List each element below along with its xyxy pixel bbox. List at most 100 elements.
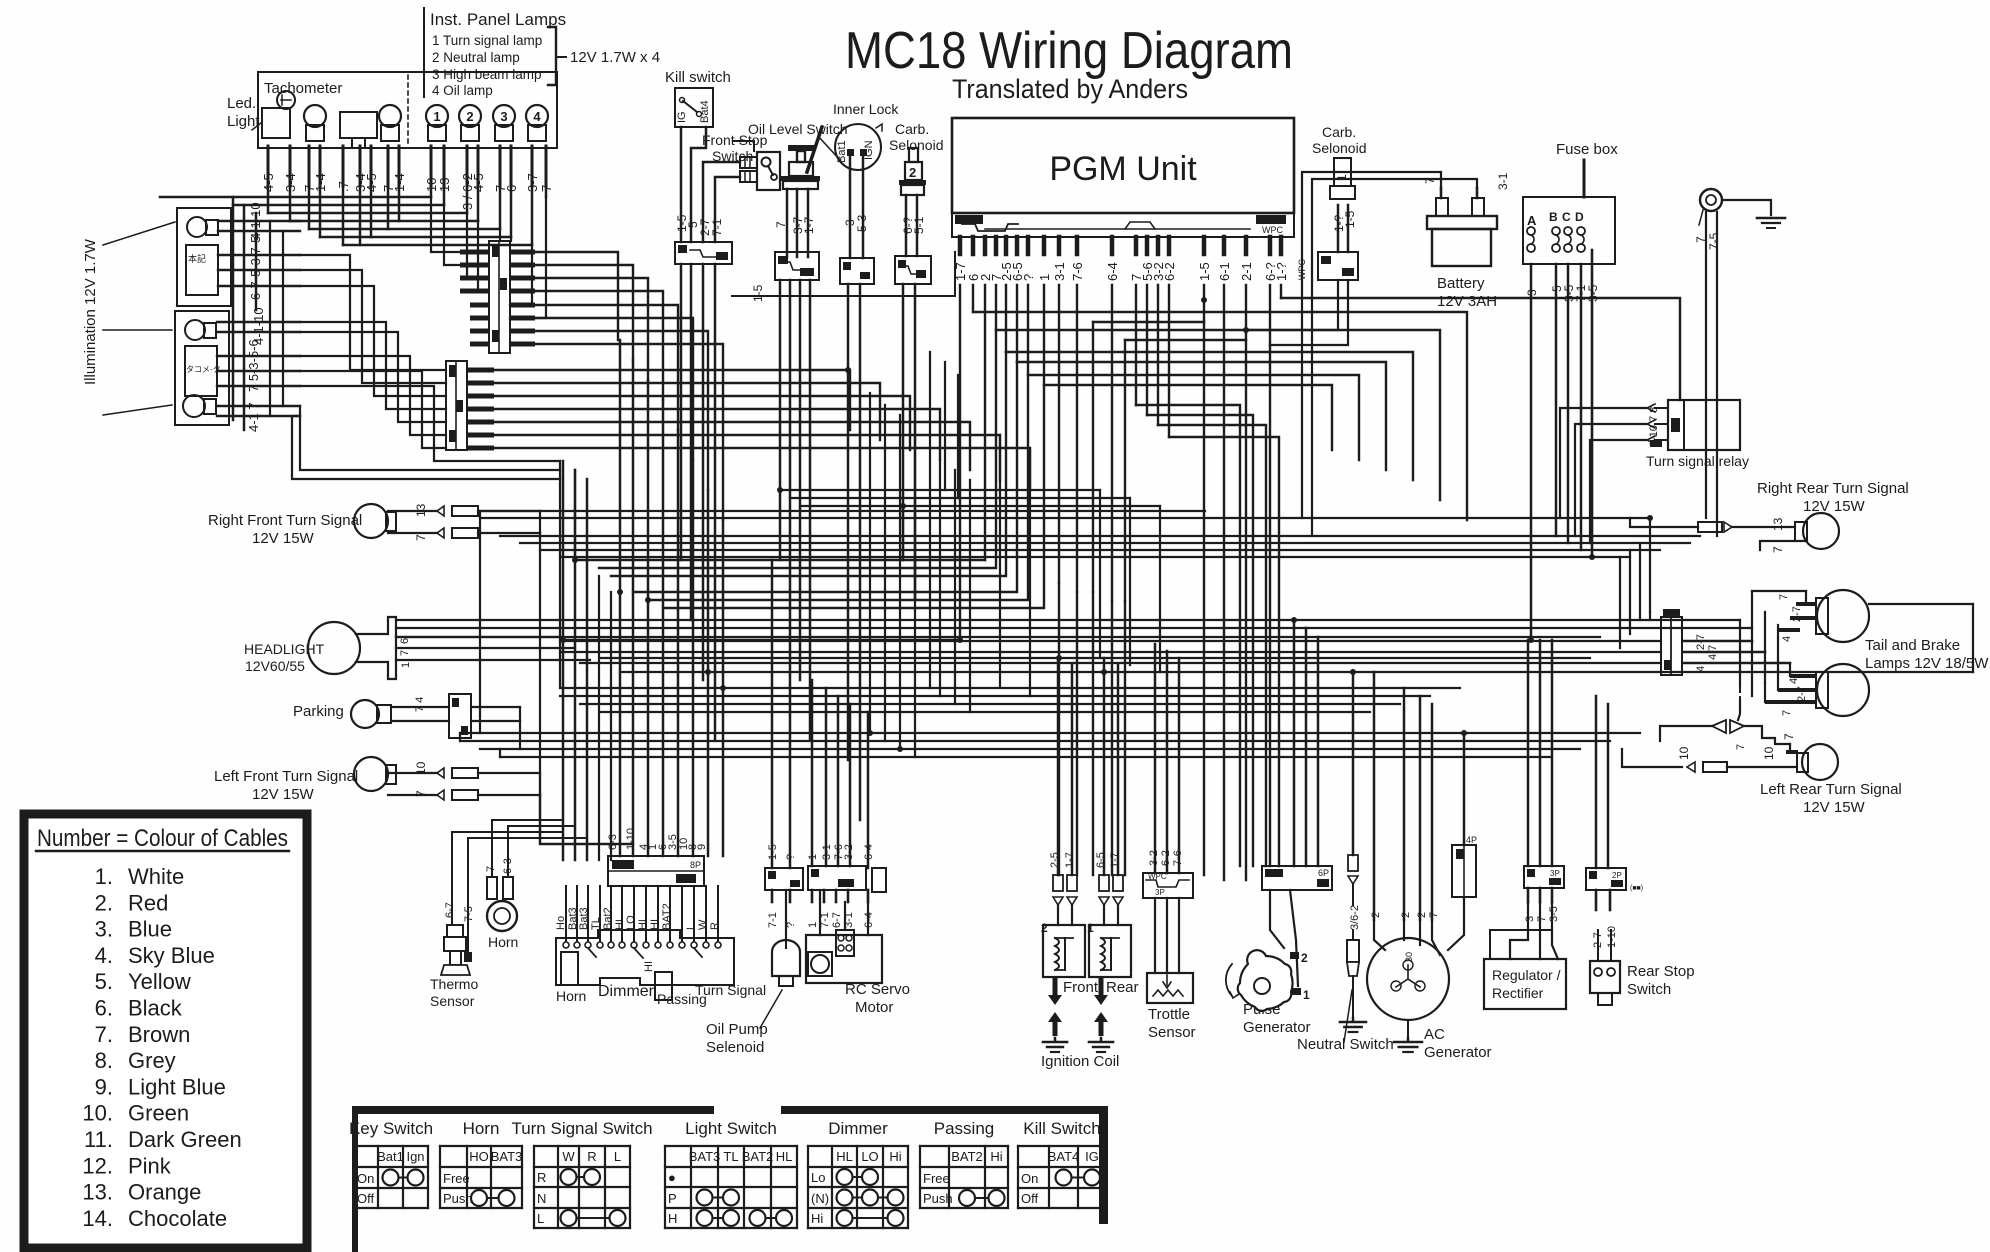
- svg-text:7 5-3-5-6: 7 5-3-5-6: [246, 339, 261, 392]
- svg-text:BAT2: BAT2: [951, 1149, 983, 1164]
- svg-text:MC18 Wiring Diagram: MC18 Wiring Diagram: [845, 22, 1293, 80]
- svg-text:Chocolate: Chocolate: [128, 1206, 227, 1231]
- svg-text:3-5: 3-5: [1548, 906, 1560, 922]
- svg-text:3: 3: [500, 109, 507, 124]
- svg-text:7-6: 7-6: [1070, 262, 1085, 281]
- svg-text:Hi: Hi: [811, 1211, 823, 1226]
- svg-text:Oil Level Switch: Oil Level Switch: [748, 121, 848, 137]
- svg-text:1-5: 1-5: [1197, 262, 1212, 281]
- svg-text:12V 15W: 12V 15W: [1803, 498, 1866, 515]
- svg-text:12V 15W: 12V 15W: [252, 530, 315, 547]
- svg-text:On: On: [357, 1171, 374, 1186]
- svg-text:4-5: 4-5: [364, 173, 379, 192]
- svg-text:BAT3: BAT3: [491, 1149, 523, 1164]
- svg-text:1: 1: [1037, 274, 1052, 281]
- svg-text:13.: 13.: [82, 1180, 113, 1205]
- svg-text:●: ●: [668, 1170, 676, 1185]
- svg-text:2 Neutral lamp: 2 Neutral lamp: [432, 50, 520, 65]
- svg-text:W: W: [562, 1149, 575, 1164]
- svg-text:12V 1.7W x 4: 12V 1.7W x 4: [570, 49, 660, 66]
- svg-text:6-3: 6-3: [607, 834, 619, 850]
- svg-text:Regulator /: Regulator /: [1492, 967, 1561, 983]
- svg-text:HEADLIGHT: HEADLIGHT: [244, 641, 325, 657]
- svg-text:Kill Switch: Kill Switch: [1023, 1119, 1100, 1138]
- svg-text:Switch: Switch: [1627, 981, 1671, 998]
- svg-text:Fuse box: Fuse box: [1556, 141, 1618, 158]
- svg-text:1-10 7 8: 1-10 7 8: [1648, 407, 1660, 447]
- svg-text:Off: Off: [1021, 1191, 1038, 1206]
- svg-text:Push: Push: [923, 1191, 953, 1206]
- svg-text:1-?: 1-?: [1274, 262, 1289, 281]
- svg-text:2: 2: [978, 274, 993, 281]
- svg-text:Number = Colour of Cables: Number = Colour of Cables: [37, 825, 288, 852]
- svg-text:1-4: 1-4: [313, 173, 328, 192]
- svg-text:Parking: Parking: [293, 703, 344, 720]
- svg-text:12.: 12.: [82, 1153, 113, 1178]
- svg-text:10: 10: [414, 761, 428, 775]
- svg-text:Rear Stop: Rear Stop: [1627, 963, 1695, 980]
- svg-text:8P: 8P: [690, 860, 701, 870]
- svg-text:WPC: WPC: [1262, 225, 1283, 235]
- svg-text:IGN: IGN: [863, 140, 875, 160]
- svg-text:1-4: 1-4: [392, 173, 407, 192]
- svg-text:1-7: 1-7: [1064, 852, 1076, 868]
- svg-text:7 4: 7 4: [414, 697, 426, 712]
- svg-text:11.: 11.: [84, 1127, 113, 1152]
- svg-text:B: B: [1549, 210, 1558, 224]
- svg-text:5: 5: [686, 221, 700, 228]
- svg-text:Green: Green: [128, 1101, 189, 1126]
- svg-text:Left Rear Turn Signal: Left Rear Turn Signal: [1760, 781, 1902, 798]
- svg-text:1: 1: [807, 922, 819, 928]
- svg-text:7.: 7.: [95, 1022, 113, 1047]
- svg-text:3-4: 3-4: [283, 173, 298, 192]
- svg-text:W: W: [697, 919, 709, 930]
- svg-text:1-?: 1-?: [1332, 214, 1346, 232]
- svg-text:1-5: 1-5: [675, 214, 689, 232]
- svg-text:Kill switch: Kill switch: [665, 69, 731, 86]
- svg-text:7-1: 7-1: [1574, 284, 1588, 302]
- svg-text:8.: 8.: [95, 1048, 113, 1073]
- svg-text:Motor: Motor: [855, 999, 893, 1016]
- svg-text:7: 7: [399, 650, 411, 656]
- svg-text:9.: 9.: [95, 1074, 113, 1099]
- svg-text:Selonoid: Selonoid: [1312, 140, 1367, 156]
- svg-text:Ign: Ign: [406, 1149, 424, 1164]
- svg-text:(N): (N): [811, 1191, 829, 1206]
- svg-text:1: 1: [1303, 988, 1310, 1002]
- svg-text:Turn signal relay: Turn signal relay: [1646, 453, 1749, 469]
- svg-text:6P: 6P: [1318, 868, 1329, 878]
- svg-text:L: L: [537, 1211, 544, 1226]
- svg-text:Red: Red: [128, 890, 168, 915]
- svg-text:Selonoid: Selonoid: [889, 137, 944, 153]
- svg-text:3/6-2: 3/6-2: [1349, 905, 1361, 930]
- svg-text:HI: HI: [643, 961, 655, 972]
- svg-text:3 High beam lamp: 3 High beam lamp: [432, 67, 542, 82]
- svg-text:1 Turn signal lamp: 1 Turn signal lamp: [432, 33, 542, 48]
- svg-text:Pink: Pink: [128, 1153, 172, 1178]
- svg-text:Tail and Brake: Tail and Brake: [1865, 637, 1960, 654]
- svg-text:BAT2: BAT2: [661, 903, 673, 930]
- svg-text:D: D: [1575, 210, 1584, 224]
- svg-text:7-5: 7-5: [1707, 232, 1721, 250]
- svg-text:3: 3: [1524, 916, 1536, 922]
- svg-text:N: N: [537, 1191, 546, 1206]
- svg-text:6-2: 6-2: [1162, 262, 1177, 281]
- svg-text:3.: 3.: [95, 917, 113, 942]
- svg-text:7-1: 7-1: [819, 912, 831, 928]
- svg-text:4.: 4.: [95, 943, 113, 968]
- svg-text:?: ?: [1021, 274, 1036, 281]
- svg-text:2: 2: [1416, 912, 1428, 918]
- svg-text:Turn Signal Switch: Turn Signal Switch: [511, 1119, 652, 1138]
- svg-text:6-?: 6-?: [901, 216, 915, 234]
- svg-text:6: 6: [399, 638, 411, 644]
- svg-text:Dimmer: Dimmer: [828, 1119, 888, 1138]
- svg-text:Carb.: Carb.: [895, 121, 929, 137]
- svg-text:Black: Black: [128, 996, 183, 1021]
- svg-text:4-1-10: 4-1-10: [251, 307, 266, 345]
- svg-text:1: 1: [1087, 921, 1094, 935]
- svg-text:5: 5: [1550, 285, 1564, 292]
- svg-text:Light Switch: Light Switch: [685, 1119, 777, 1138]
- svg-text:R: R: [537, 1170, 546, 1185]
- svg-text:Passing: Passing: [934, 1119, 994, 1138]
- svg-text:6-?: 6-?: [1263, 262, 1278, 281]
